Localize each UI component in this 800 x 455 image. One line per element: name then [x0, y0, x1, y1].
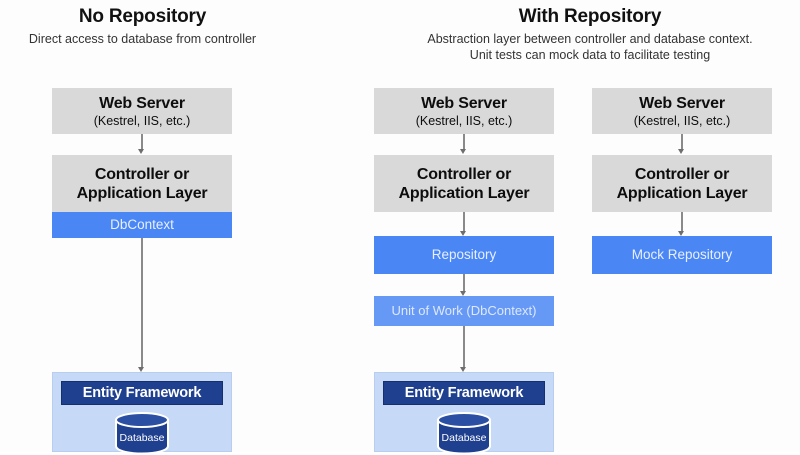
node-subtitle: Application Layer [76, 184, 208, 202]
node-subtitle: (Kestrel, IIS, etc.) [633, 113, 731, 128]
node-entity-framework-no-repo: Entity Framework Database [52, 372, 232, 455]
panel-subtitle-with-repository-line-2: Unit tests can mock data to facilitate t… [469, 48, 711, 62]
node-title: Controller or [94, 165, 190, 183]
arrow-head-icon [460, 291, 466, 296]
node-entity-framework-with-repo: Entity Framework Database [374, 372, 554, 455]
database-cylinder-icon: Database [436, 411, 492, 455]
arrow-controller-to-repository [459, 212, 468, 236]
node-web-server-with-repo: Web Server (Kestrel, IIS, etc.) [374, 88, 554, 134]
node-title: Mock Repository [631, 247, 733, 262]
panel-title-with-repository: With Repository [518, 6, 662, 27]
node-web-server-no-repo: Web Server (Kestrel, IIS, etc.) [52, 88, 232, 134]
node-title: Web Server [99, 94, 185, 112]
arrow-dbcontext-to-entity-framework-no-repo [137, 238, 146, 372]
node-subtitle: (Kestrel, IIS, etc.) [415, 113, 513, 128]
panel-subtitle-no-repository-line-1: Direct access to database from controlle… [28, 32, 257, 46]
node-subtitle: (Kestrel, IIS, etc.) [93, 113, 191, 128]
arrow-web-server-to-controller-mock [677, 134, 686, 154]
node-unit-of-work: Unit of Work (DbContext) [374, 296, 554, 326]
arrow-head-icon [460, 149, 466, 154]
panel-title-no-repository: No Repository [78, 6, 207, 27]
database-cylinder-icon: Database [114, 411, 170, 455]
node-mock-repository: Mock Repository [592, 236, 772, 274]
node-controller-no-repo: Controller or Application Layer [52, 155, 232, 212]
arrow-head-icon [460, 367, 466, 372]
node-subtitle: Application Layer [616, 184, 748, 202]
node-repository: Repository [374, 236, 554, 274]
arrow-head-icon [138, 367, 144, 372]
node-title: Controller or [634, 165, 730, 183]
node-subtitle: Application Layer [398, 184, 530, 202]
panel-header-with-repository: With Repository Abstraction layer betwee… [380, 6, 800, 63]
arrow-controller-to-mock-repository [677, 212, 686, 236]
panel-header-no-repository: No Repository Direct access to database … [0, 6, 285, 47]
arrow-head-icon [678, 231, 684, 236]
node-dbcontext-no-repo: DbContext [52, 212, 232, 238]
node-controller-mock: Controller or Application Layer [592, 155, 772, 212]
node-title: Unit of Work (DbContext) [391, 303, 537, 318]
node-title: Web Server [639, 94, 725, 112]
node-title: Controller or [416, 165, 512, 183]
arrow-repository-to-unit-of-work [459, 274, 468, 296]
arrow-unit-of-work-to-entity-framework [459, 326, 468, 372]
node-title: Repository [431, 247, 497, 262]
node-title: Web Server [421, 94, 507, 112]
entity-framework-label: Entity Framework [61, 381, 223, 405]
arrow-head-icon [138, 149, 144, 154]
node-controller-with-repo: Controller or Application Layer [374, 155, 554, 212]
panel-subtitle-with-repository-line-1: Abstraction layer between controller and… [427, 32, 753, 46]
arrow-head-icon [460, 231, 466, 236]
arrow-web-server-to-controller-no-repo [137, 134, 146, 154]
node-title: DbContext [110, 217, 174, 232]
entity-framework-label: Entity Framework [383, 381, 545, 405]
arrow-web-server-to-controller-with-repo [459, 134, 468, 154]
node-web-server-mock: Web Server (Kestrel, IIS, etc.) [592, 88, 772, 134]
arrow-head-icon [678, 149, 684, 154]
